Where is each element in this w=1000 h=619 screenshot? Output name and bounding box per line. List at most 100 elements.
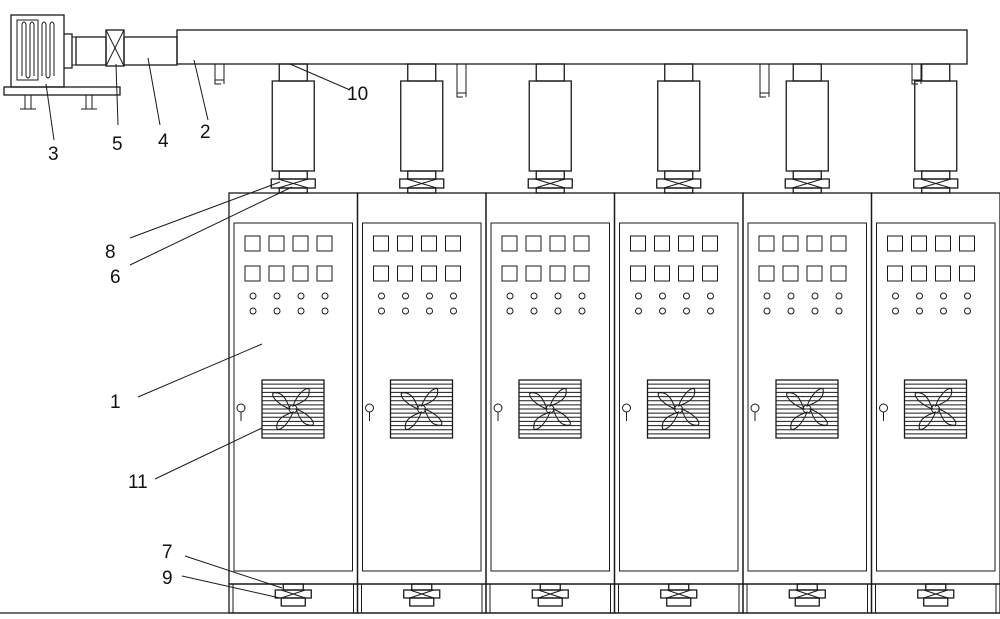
cabinet-door <box>490 222 610 572</box>
bottom-stub <box>794 597 820 607</box>
fan-blade <box>918 411 937 430</box>
fan-blade <box>423 408 443 426</box>
indicator-lamp <box>378 292 385 300</box>
indicator-lamp <box>635 292 642 300</box>
label-connecting-pipe: 4 <box>158 131 169 152</box>
bottom-stub <box>923 597 949 607</box>
fan-blade <box>533 411 551 430</box>
bottom-collar <box>411 583 433 591</box>
indicator-window <box>573 265 590 282</box>
door-handle-icon <box>493 403 503 413</box>
indicator-lamp <box>426 292 433 300</box>
indicator-window <box>525 265 542 282</box>
cabinet-row <box>228 63 1000 614</box>
bottom-valve <box>409 589 434 599</box>
indicator-window <box>501 265 518 282</box>
bottom-valve <box>666 589 691 599</box>
indicator-window <box>316 235 333 252</box>
indicator-lamp <box>249 307 257 315</box>
indicator-lamp <box>578 292 586 300</box>
bottom-valve <box>795 589 820 599</box>
branch-pipe <box>914 80 958 172</box>
indicator-window <box>678 235 694 252</box>
fan-icon <box>272 388 314 430</box>
top-valve <box>406 178 437 189</box>
indicator-window <box>268 235 285 252</box>
indicator-lamp <box>940 307 947 315</box>
branch-neck <box>535 63 565 82</box>
indicator-lamp <box>249 292 257 300</box>
fan-hub <box>288 404 298 414</box>
indicator-lamp <box>506 307 514 315</box>
bottom-collar <box>282 583 304 591</box>
indicator-window <box>782 235 799 252</box>
indicator-lamp <box>635 307 642 315</box>
bottom-collar <box>539 583 561 591</box>
indicator-window <box>316 265 333 282</box>
label-cabinet: 1 <box>110 392 121 413</box>
label-top-valve: 6 <box>110 267 121 288</box>
indicator-window <box>959 235 975 252</box>
indicator-lamp <box>892 292 899 300</box>
bottom-valve <box>538 589 563 599</box>
indicator-lamp <box>273 307 281 315</box>
indicator-lamp <box>707 307 714 315</box>
indicator-lamp <box>402 307 409 315</box>
indicator-window <box>654 265 670 282</box>
bottom-collar <box>796 583 818 591</box>
indicator-lamp <box>940 292 947 300</box>
indicator-window <box>292 235 309 252</box>
indicator-lamp <box>763 292 771 300</box>
indicator-window <box>292 265 309 282</box>
indicator-window <box>397 265 413 282</box>
fan-icon <box>657 388 700 430</box>
bottom-stub <box>537 597 563 607</box>
fan-blade <box>272 392 291 410</box>
indicator-lamp <box>530 307 538 315</box>
indicator-window <box>397 235 413 252</box>
indicator-lamp <box>707 292 714 300</box>
indicator-lamp <box>450 307 457 315</box>
indicator-lamp <box>659 292 666 300</box>
indicator-lamp <box>811 307 819 315</box>
indicator-window <box>830 235 847 252</box>
cabinet-door <box>619 222 739 572</box>
branch-pipe <box>657 80 701 172</box>
bottom-collar <box>668 583 690 591</box>
fan-blade <box>677 388 696 407</box>
fan-blade <box>937 408 957 426</box>
top-collar <box>407 187 437 194</box>
indicator-window <box>373 235 389 252</box>
indicator-window <box>268 265 285 282</box>
indicator-window <box>630 265 646 282</box>
indicator-lamp <box>321 292 329 300</box>
indicator-window <box>244 235 261 252</box>
indicator-window <box>935 265 951 282</box>
label-branch-pipe: 10 <box>347 84 368 105</box>
indicator-lamp <box>835 292 843 300</box>
indicator-lamp <box>964 292 971 300</box>
fan-blade <box>661 411 680 430</box>
leader-lines <box>45 57 351 599</box>
cabinet-unit <box>613 63 744 614</box>
label-main-duct: 2 <box>200 122 211 143</box>
branch-pipe <box>528 80 572 172</box>
branch-neck <box>664 63 694 82</box>
top-collar <box>792 187 822 194</box>
fan-blade <box>552 408 571 426</box>
top-valve <box>920 178 951 189</box>
indicator-window <box>959 265 975 282</box>
indicator-lamp <box>506 292 514 300</box>
bottom-valve <box>923 589 948 599</box>
fan-blade <box>404 411 423 430</box>
cabinet-unit <box>870 63 1000 614</box>
indicator-lamp <box>554 292 562 300</box>
indicator-lamp <box>683 307 690 315</box>
indicator-lamp <box>659 307 666 315</box>
fan-blade <box>420 388 439 407</box>
indicator-window <box>244 265 261 282</box>
indicator-window <box>702 235 718 252</box>
branch-neck <box>792 63 822 82</box>
top-valve <box>535 178 566 189</box>
